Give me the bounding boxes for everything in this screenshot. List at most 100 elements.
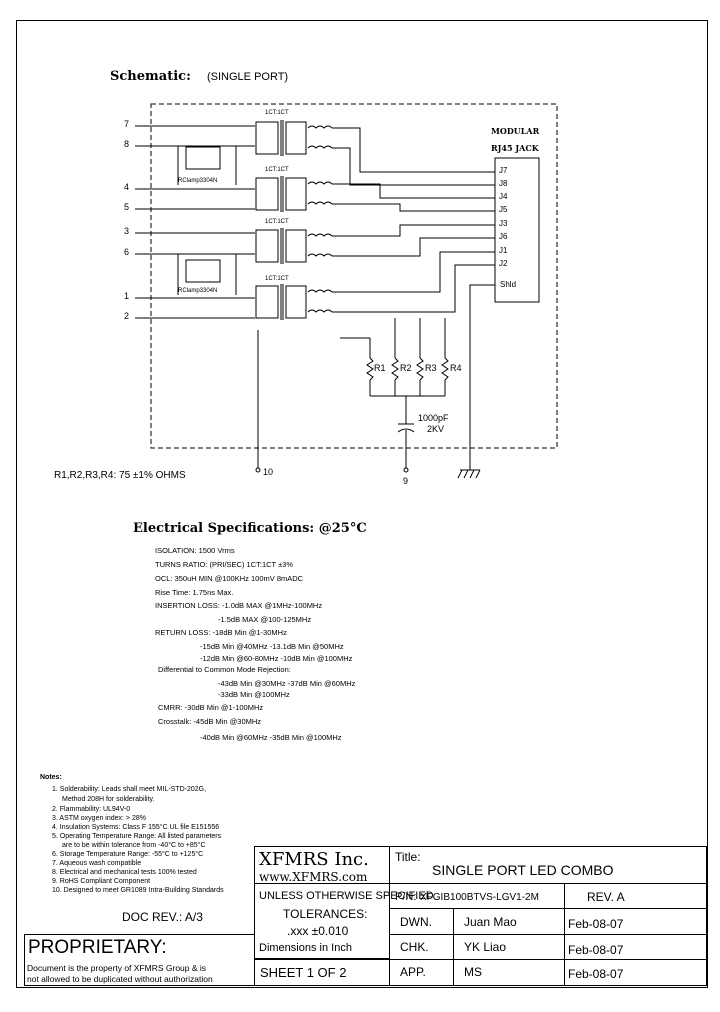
revision: REV. A [587, 890, 625, 904]
note-item: are to be within tolerance from -40°C to… [62, 842, 206, 849]
proprietary-line: Document is the property of XFMRS Group … [27, 963, 207, 973]
spec-line: -33dB Min @100MHz [218, 690, 290, 699]
chk-label: CHK. [400, 940, 429, 954]
spec-line: OCL: 350uH MIN @100KHz 100mV 8mADC [155, 574, 304, 583]
spec-line: ISOLATION: 1500 Vrms [155, 546, 235, 555]
spec-line: -1.5dB MAX @100-125MHz [218, 615, 312, 624]
tolerance-line: TOLERANCES: [283, 907, 368, 921]
company-cell: XFMRS Inc. www.XFMRS.com [254, 846, 390, 884]
pin-label: 2 [124, 311, 130, 321]
note-item: 10. Designed to meet GR1089 Intra-Buildi… [52, 887, 224, 894]
resistor-label: R2 [400, 363, 412, 373]
revision-cell: REV. A [564, 883, 707, 909]
pin-label: 1 [124, 291, 130, 301]
spec-line: -43dB Min @30MHz -37dB Min @60MHz [218, 679, 356, 688]
company-website: www.XFMRS.com [259, 870, 368, 884]
tolerance-cell: UNLESS OTHERWISE SPECIFIED TOLERANCES: .… [254, 883, 434, 959]
module-boundary [150, 103, 558, 449]
note-item: 8. Electrical and mechanical tests 100% … [52, 869, 197, 876]
tolerance-line: .xxx ±0.010 [287, 924, 349, 938]
proprietary-cell: PROPRIETARY: Document is the property of… [24, 934, 255, 986]
note-item: 7. Aqueous wash compatible [52, 860, 142, 867]
jack-pin-label: J1 [499, 246, 508, 255]
spec-line: Crosstalk: -45dB Min @30MHz [158, 717, 262, 726]
dwn-date-cell: Feb-08-07 [564, 908, 707, 935]
pin-9-label: 9 [403, 476, 409, 486]
pin-label: 5 [124, 202, 130, 212]
part-number-cell: P/N: XFGIB100BTVS-LGV1-2M [389, 883, 565, 909]
resistor-label: R4 [450, 363, 462, 373]
electrical-title: Electrical Specifications: @25°C [133, 521, 367, 536]
pin-label: 7 [124, 119, 130, 129]
turns-ratio-label: 1CT:1CT [265, 167, 289, 173]
chk-label-cell: CHK. [389, 934, 454, 960]
rclamp-chip-2 [185, 259, 221, 283]
capacitor-value: 1000pF [418, 413, 449, 423]
turns-ratio-label: 1CT:1CT [265, 110, 289, 116]
rclamp-label: RClamp3304N [178, 288, 218, 294]
turns-ratio-label: 1CT:1CT [265, 219, 289, 225]
spec-line: CMRR: -30dB Min @1-100MHz [158, 703, 264, 712]
spec-line: -15dB Min @40MHz -13.1dB Min @50MHz [200, 642, 344, 651]
jack-pin-label: J3 [499, 219, 508, 228]
schematic-title: Schematic: [110, 69, 191, 84]
proprietary-title: PROPRIETARY: [28, 937, 167, 958]
part-number: XFGIB100BTVS-LGV1-2M [420, 892, 539, 903]
transformer-1 [255, 120, 333, 156]
dwn-name-cell: Juan Mao [453, 908, 565, 935]
resistor-label: R1 [374, 363, 386, 373]
app-date: Feb-08-07 [568, 967, 624, 981]
jack-title-2: RJ45 JACK [491, 143, 539, 153]
app-label-cell: APP. [389, 959, 454, 986]
notes-title: Notes: [40, 774, 62, 781]
pin-label: 6 [124, 247, 130, 257]
title-cell: Title: SINGLE PORT LED COMBO [389, 846, 707, 884]
sheet-number: SHEET 1 OF 2 [260, 965, 347, 980]
spec-line: Rise Time: 1.75ns Max. [155, 588, 234, 597]
pin-label: 4 [124, 182, 130, 192]
chk-date-cell: Feb-08-07 [564, 934, 707, 960]
rclamp-chip-1 [185, 146, 221, 170]
doc-revision: DOC REV.: A/3 [122, 910, 203, 924]
jack-pin-label: J4 [499, 192, 508, 201]
pin-10-label: 10 [263, 467, 274, 477]
note-item: 1. Solderability: Leads shall meet MIL-S… [52, 786, 207, 793]
spec-line: RETURN LOSS: -18dB Min @1-30MHz [155, 628, 287, 637]
chk-name-cell: YK Liao [453, 934, 565, 960]
sheet-cell: SHEET 1 OF 2 [254, 959, 390, 986]
spec-line: -40dB Min @60MHz -35dB Min @100MHz [200, 733, 342, 742]
transformer-2 [255, 176, 333, 212]
note-item: 6. Storage Temperature Range: -55°C to +… [52, 851, 204, 858]
jack-pin-label: J7 [499, 166, 508, 175]
title-label: Title: [395, 850, 421, 864]
tolerance-line: Dimensions in Inch [259, 942, 352, 954]
company-name: XFMRS Inc. [259, 849, 369, 870]
dwn-label: DWN. [400, 915, 432, 929]
dwn-date: Feb-08-07 [568, 917, 624, 931]
rclamp-label: RClamp3304N [178, 178, 218, 184]
note-item: 2. Flammability: UL94V-0 [52, 806, 131, 813]
dwn-name: Juan Mao [464, 915, 517, 929]
proprietary-line: not allowed to be duplicated without aut… [27, 974, 213, 984]
app-name: MS [464, 965, 482, 979]
jack-title-1: MODULAR [491, 126, 540, 136]
pn-label: P/N: [395, 891, 417, 903]
note-item: 4. Insulation Systems: Class F 155°C UL … [52, 824, 220, 831]
jack-pin-label: J2 [499, 259, 508, 268]
chk-name: YK Liao [464, 940, 507, 954]
resistor-label: R3 [425, 363, 437, 373]
schematic-subtitle: (SINGLE PORT) [207, 71, 289, 83]
jack-pin-label: J5 [499, 205, 508, 214]
note-item: Method 208H for solderability. [62, 796, 155, 803]
pin-label: 3 [124, 226, 130, 236]
schematic-diagram [135, 103, 558, 479]
capacitor-voltage: 2KV [427, 424, 445, 434]
drawing-title: SINGLE PORT LED COMBO [432, 862, 614, 878]
note-item: 5. Operating Temperature Range: All list… [52, 833, 222, 840]
jack-shield-label: Shld [500, 280, 517, 289]
spec-line: TURNS RATIO: (PRI/SEC) 1CT:1CT ±3% [155, 560, 294, 569]
drawing-frame [16, 20, 708, 988]
dwn-label-cell: DWN. [389, 908, 454, 935]
rj45-jack [494, 157, 540, 303]
